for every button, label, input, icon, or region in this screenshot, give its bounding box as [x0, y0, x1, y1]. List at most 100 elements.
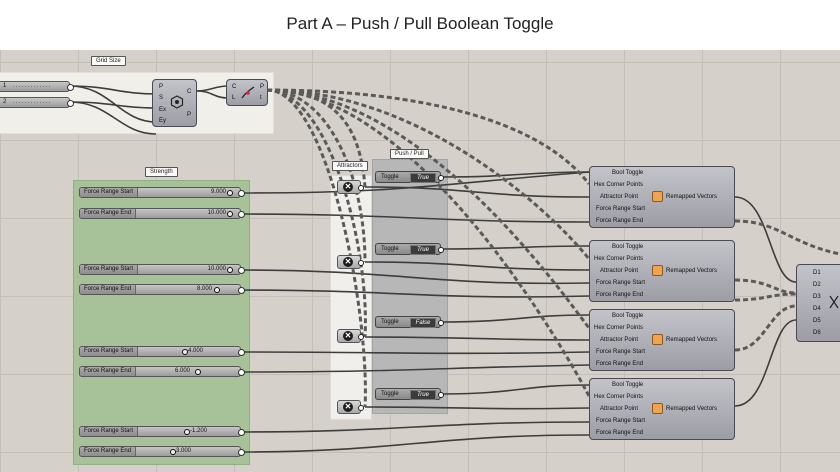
- push-pull-group[interactable]: [372, 159, 448, 414]
- boolean-toggle-1[interactable]: Toggle True: [375, 171, 444, 183]
- merge-input-d5[interactable]: D5: [813, 318, 821, 324]
- output-grip[interactable]: [358, 334, 364, 340]
- attractor-point-param-2[interactable]: ✕: [337, 255, 364, 269]
- force-range-start-slider-2[interactable]: Force Range Start 10.000: [79, 264, 245, 275]
- slider-knob[interactable]: [214, 287, 220, 293]
- cluster-input-hex-corner-points[interactable]: Hex Corner Points: [594, 394, 644, 400]
- cluster-input-hex-corner-points[interactable]: Hex Corner Points: [594, 182, 644, 188]
- output-grip[interactable]: [238, 349, 245, 356]
- slider-knob[interactable]: [227, 190, 233, 196]
- merge-input-d3[interactable]: D3: [813, 294, 821, 300]
- cluster-input-force-range-start[interactable]: Force Range Start: [596, 280, 646, 286]
- output-grip[interactable]: [358, 405, 364, 411]
- force-range-start-slider-1[interactable]: Force Range Start 9.000: [79, 187, 245, 198]
- hexagonal-grid-component[interactable]: P S Ex Ey C P: [152, 79, 197, 127]
- force-range-end-slider-1[interactable]: Force Range End 10.000: [79, 208, 245, 219]
- slider-track[interactable]: [13, 102, 51, 103]
- output-grip[interactable]: [238, 369, 245, 376]
- force-range-start-slider-4[interactable]: Force Range Start -1.200: [79, 426, 245, 437]
- grid-input-slider-2[interactable]: 2: [0, 97, 74, 108]
- cluster-input-bool-toggle[interactable]: Bool Toggle: [612, 382, 644, 388]
- cluster-input-force-range-start[interactable]: Force Range Start: [596, 206, 646, 212]
- force-range-start-slider-3[interactable]: Force Range Start 4.000: [79, 346, 245, 357]
- slider-knob[interactable]: [184, 429, 190, 435]
- output-grip[interactable]: [238, 449, 245, 456]
- boolean-toggle-4[interactable]: Toggle True: [375, 388, 444, 400]
- cluster-input-force-range-end[interactable]: Force Range End: [596, 361, 644, 367]
- merge-input-d4[interactable]: D4: [813, 306, 821, 312]
- slider-knob[interactable]: [227, 267, 233, 273]
- curve-closest-point-component[interactable]: C L P t: [226, 79, 268, 106]
- output-grip[interactable]: [438, 320, 444, 326]
- remap-cluster-2[interactable]: Bool Toggle Hex Corner Points Attractor …: [589, 240, 735, 302]
- cluster-input-attractor-point[interactable]: Attractor Point: [600, 337, 639, 343]
- toggle-value[interactable]: True: [410, 390, 436, 400]
- grid-input-slider-1[interactable]: 1: [0, 81, 74, 92]
- merge-input-d2[interactable]: D2: [813, 282, 821, 288]
- slider-knob[interactable]: [227, 211, 233, 217]
- cluster-input-attractor-point[interactable]: Attractor Point: [600, 406, 639, 412]
- slider-knob[interactable]: [170, 449, 176, 455]
- cluster-input-bool-toggle[interactable]: Bool Toggle: [612, 170, 644, 176]
- merge-input-d6[interactable]: D6: [813, 330, 821, 336]
- cluster-input-force-range-start[interactable]: Force Range Start: [596, 418, 646, 424]
- output-grip[interactable]: [238, 267, 245, 274]
- hex-port-s[interactable]: S: [159, 95, 164, 101]
- hex-port-ey[interactable]: Ey: [159, 118, 167, 124]
- toggle-value[interactable]: True: [410, 173, 436, 183]
- output-grip[interactable]: [358, 260, 364, 266]
- slider-track[interactable]: [13, 86, 51, 87]
- strength-group[interactable]: [73, 180, 250, 465]
- cluster-output-remapped-vectors[interactable]: Remapped Vectors: [666, 268, 718, 274]
- hex-port-p[interactable]: P: [159, 84, 164, 90]
- cluster-output-remapped-vectors[interactable]: Remapped Vectors: [666, 194, 718, 200]
- cp-port-p[interactable]: P: [260, 84, 265, 90]
- cluster-input-attractor-point[interactable]: Attractor Point: [600, 268, 639, 274]
- cluster-input-force-range-end[interactable]: Force Range End: [596, 430, 644, 436]
- cluster-input-force-range-end[interactable]: Force Range End: [596, 292, 644, 298]
- output-grip[interactable]: [67, 100, 74, 107]
- output-grip[interactable]: [438, 392, 444, 398]
- attractor-point-param-3[interactable]: ✕: [337, 329, 364, 343]
- cp-port-l[interactable]: L: [232, 95, 236, 101]
- cluster-input-hex-corner-points[interactable]: Hex Corner Points: [594, 325, 644, 331]
- grasshopper-canvas[interactable]: Grid Size Strength Attractors Push / Pul…: [0, 50, 840, 472]
- output-grip[interactable]: [438, 175, 444, 181]
- hex-port-c[interactable]: C: [187, 89, 192, 95]
- slider-knob[interactable]: [182, 349, 188, 355]
- boolean-toggle-2[interactable]: Toggle True: [375, 243, 444, 255]
- attractor-point-param-1[interactable]: ✕: [337, 180, 364, 194]
- output-grip[interactable]: [238, 211, 245, 218]
- cluster-input-bool-toggle[interactable]: Bool Toggle: [612, 244, 644, 250]
- remap-cluster-4[interactable]: Bool Toggle Hex Corner Points Attractor …: [589, 378, 735, 440]
- force-range-end-slider-2[interactable]: Force Range End 8.000: [79, 284, 245, 295]
- toggle-value[interactable]: True: [410, 245, 436, 255]
- toggle-value[interactable]: False: [410, 318, 436, 328]
- slider-knob[interactable]: [195, 369, 201, 375]
- cp-port-c[interactable]: C: [232, 84, 237, 90]
- boolean-toggle-3[interactable]: Toggle False: [375, 316, 444, 328]
- cluster-input-attractor-point[interactable]: Attractor Point: [600, 194, 639, 200]
- cluster-input-bool-toggle[interactable]: Bool Toggle: [612, 313, 644, 319]
- remap-cluster-1[interactable]: Bool Toggle Hex Corner Points Attractor …: [589, 166, 735, 228]
- cluster-input-hex-corner-points[interactable]: Hex Corner Points: [594, 256, 644, 262]
- merge-input-d1[interactable]: D1: [813, 270, 821, 276]
- cluster-output-remapped-vectors[interactable]: Remapped Vectors: [666, 406, 718, 412]
- output-grip[interactable]: [238, 429, 245, 436]
- output-grip[interactable]: [438, 247, 444, 253]
- remap-cluster-3[interactable]: Bool Toggle Hex Corner Points Attractor …: [589, 309, 735, 371]
- hex-port-ex[interactable]: Ex: [159, 107, 167, 113]
- cp-port-t[interactable]: t: [260, 95, 262, 101]
- cluster-input-force-range-end[interactable]: Force Range End: [596, 218, 644, 224]
- cluster-input-force-range-start[interactable]: Force Range Start: [596, 349, 646, 355]
- output-grip[interactable]: [238, 287, 245, 294]
- force-range-end-slider-3[interactable]: Force Range End 6.000: [79, 366, 245, 377]
- cluster-output-remapped-vectors[interactable]: Remapped Vectors: [666, 337, 718, 343]
- output-grip[interactable]: [358, 185, 364, 191]
- hex-port-p-out[interactable]: P: [187, 112, 192, 118]
- output-grip[interactable]: [238, 190, 245, 197]
- attractor-point-param-4[interactable]: ✕: [337, 400, 364, 414]
- output-grip[interactable]: [67, 84, 74, 91]
- merge-component[interactable]: D1 D2 D3 D4 D5 D6: [796, 264, 840, 342]
- force-range-end-slider-4[interactable]: Force Range End 3.000: [79, 446, 245, 457]
